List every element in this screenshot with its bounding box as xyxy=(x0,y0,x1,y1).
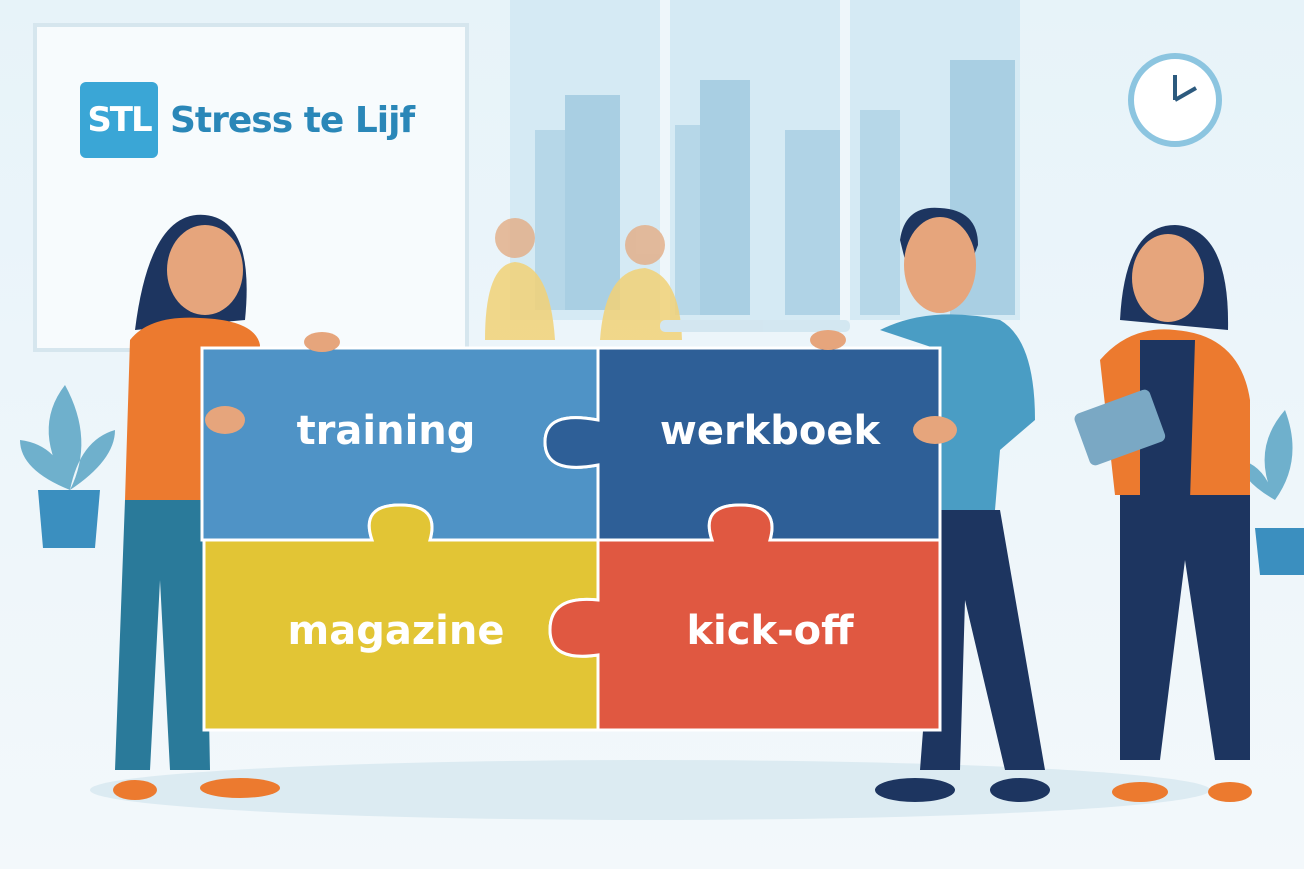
plant-left xyxy=(20,385,115,548)
plant-right xyxy=(1240,410,1304,575)
window-skyline xyxy=(510,0,1020,320)
whiteboard xyxy=(33,23,469,352)
label-kick-off: kick-off xyxy=(686,608,854,654)
logo-name: Stress te Lijf xyxy=(170,100,415,141)
puzzle-piece-kick-off xyxy=(548,503,942,732)
person-woman-right xyxy=(1074,225,1252,802)
background-people xyxy=(485,218,850,340)
person-man xyxy=(875,207,1050,802)
logo-mark: STL xyxy=(80,82,158,158)
label-training: training xyxy=(296,408,476,454)
label-magazine: magazine xyxy=(287,608,505,654)
clock-icon xyxy=(1128,53,1222,147)
tablet-icon xyxy=(1074,389,1166,466)
label-werkboek: werkboek xyxy=(659,408,881,454)
puzzle xyxy=(200,330,957,732)
